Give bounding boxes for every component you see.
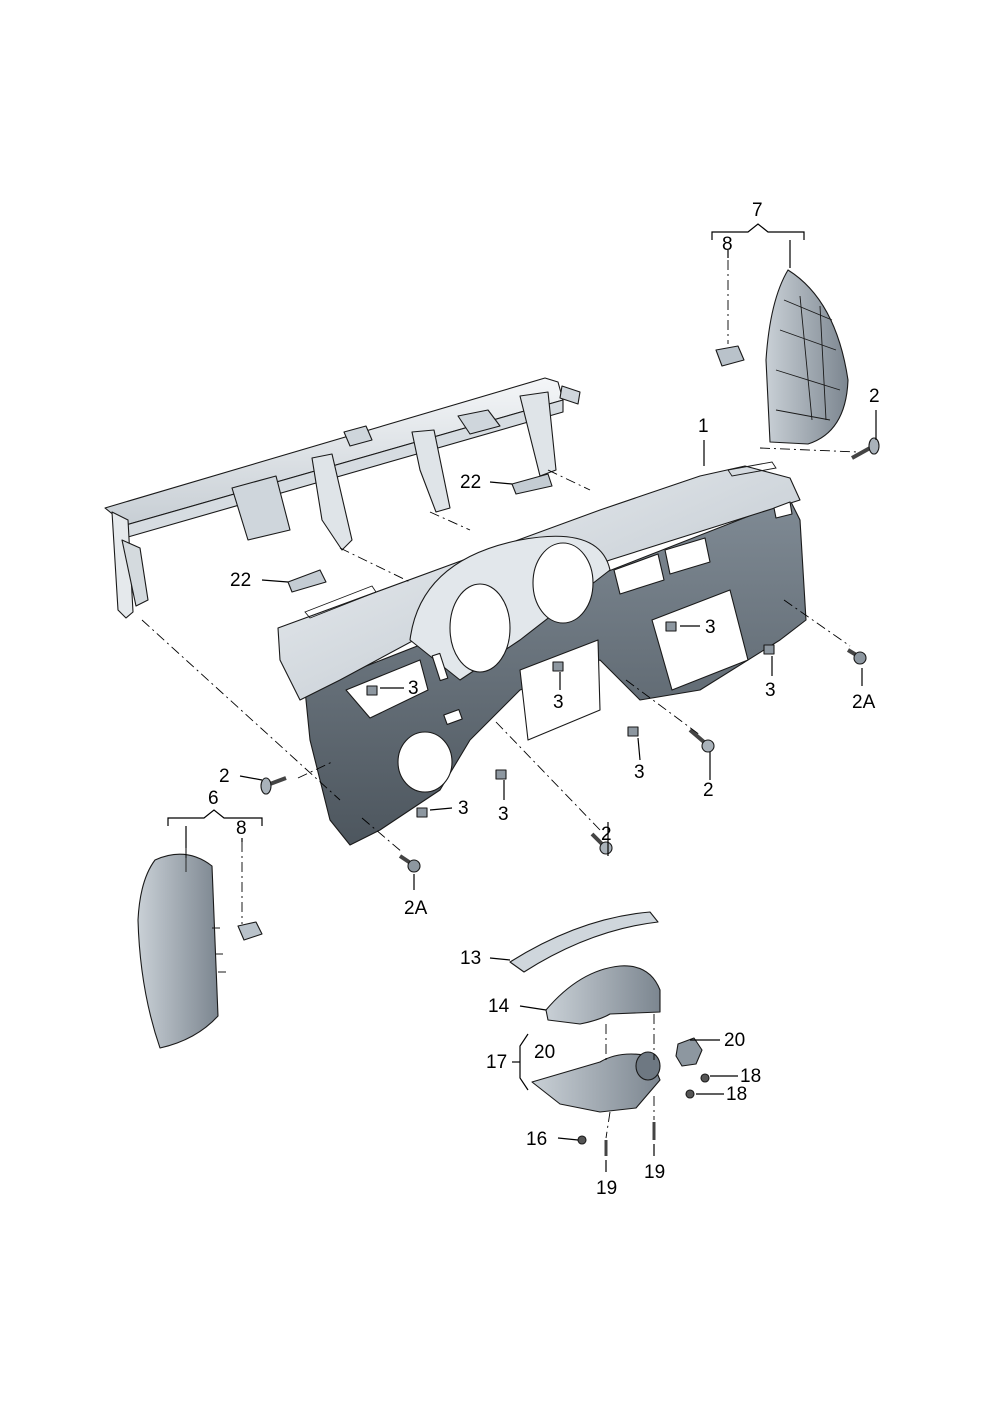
callout-8-left: 8 [236,818,247,839]
assembly-lines [141,260,859,1139]
callout-6: 6 [208,788,219,809]
callout-3-b: 3 [553,692,564,713]
callout-18-a: 18 [740,1066,761,1087]
callout-3-a: 3 [408,678,419,699]
callout-7: 7 [752,200,763,221]
left-end-cover [137,848,226,1049]
bracket-22-upper [511,473,553,495]
callout-3-f: 3 [498,804,509,825]
callout-19-a: 19 [596,1178,617,1199]
callout-3-g: 3 [458,798,469,819]
callout-labels: 1 2 2A 2 2A 2 2 3 3 3 3 3 3 3 6 7 8 8 13… [208,200,880,1199]
callout-19-b: 19 [644,1162,665,1183]
dashboard-panel [277,461,807,846]
callout-2-right-top: 2 [869,386,880,407]
callout-2-mid: 2 [703,780,714,801]
small-screws [577,1073,710,1156]
trim-strip-13 [509,911,659,973]
cross-member-beam [104,377,581,619]
callout-2-left: 2 [219,766,230,787]
right-end-cover [765,269,849,445]
callout-13: 13 [460,948,481,969]
callout-22-a: 22 [460,472,481,493]
screws [260,437,880,873]
callout-2a-left: 2A [404,898,428,919]
right-clip [715,345,745,367]
callout-2-center: 2 [601,824,612,845]
callout-18-b: 18 [726,1084,747,1105]
callout-1: 1 [698,416,709,437]
cover-cap-20 [675,1037,703,1067]
clip-nuts [366,621,775,818]
upper-column-shroud-14 [545,965,661,1025]
callout-3-d: 3 [765,680,776,701]
callout-20-b: 20 [724,1030,745,1051]
left-clip [237,921,263,941]
callout-20-a: 20 [534,1042,555,1063]
callout-3-c: 3 [705,617,716,638]
bracket-22-lower [287,569,327,593]
callout-2a-right: 2A [852,692,876,713]
callout-16: 16 [526,1129,547,1150]
callout-14: 14 [488,996,510,1017]
callout-3-e: 3 [634,762,645,783]
callout-22-b: 22 [230,570,251,591]
leader-lines [167,223,877,1172]
callout-17: 17 [486,1052,507,1073]
callout-8-right: 8 [722,234,733,255]
